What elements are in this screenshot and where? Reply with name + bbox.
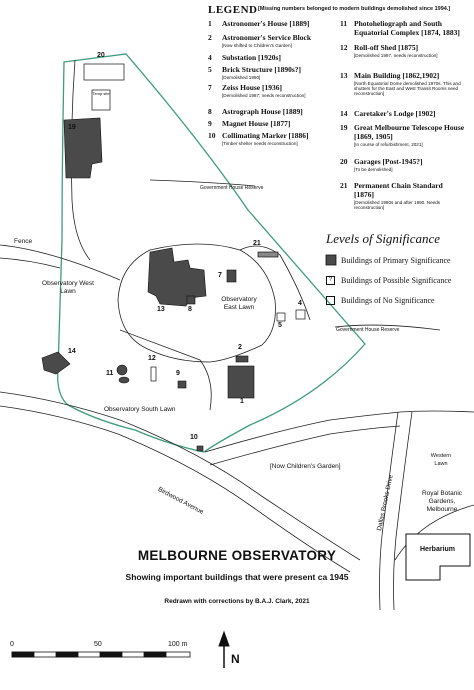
label-west-lawn: Observatory West Lawn bbox=[42, 280, 94, 295]
north-arrow bbox=[218, 630, 230, 668]
significance-none-label: Buildings of No Significance bbox=[341, 296, 435, 305]
building-1-astronomers-house bbox=[227, 365, 255, 399]
map-number-8: 8 bbox=[188, 306, 192, 313]
building-4-substation bbox=[295, 309, 306, 320]
map-number-4: 4 bbox=[298, 300, 302, 307]
path-to-herbarium bbox=[394, 504, 474, 561]
building-19-telescope-house bbox=[63, 117, 103, 179]
map-number-19: 19 bbox=[68, 124, 76, 131]
map-number-14: 14 bbox=[68, 348, 76, 355]
building-2-service-block bbox=[235, 355, 249, 363]
path-east bbox=[239, 245, 311, 321]
label-reserve-top: Government House Reserve bbox=[200, 185, 264, 191]
map-number-20: 20 bbox=[97, 52, 105, 59]
label-herbarium: Herbarium bbox=[420, 546, 456, 553]
label-temp-site: Temp site bbox=[92, 91, 110, 96]
building-7-zeiss-house bbox=[226, 269, 237, 283]
path-top bbox=[71, 59, 91, 261]
map-number-7: 7 bbox=[218, 272, 222, 279]
map-number-5: 5 bbox=[278, 322, 282, 329]
label-reserve-right: Government House Reserve bbox=[336, 327, 400, 333]
label-botanic-gardens: Royal Botanic Gardens, Melbourne bbox=[421, 490, 463, 513]
significance-possible-swatch: ? bbox=[326, 276, 335, 285]
path-west-lawn bbox=[0, 244, 121, 281]
reserve-line-right bbox=[334, 324, 441, 331]
building-5-brick-structure bbox=[276, 312, 286, 322]
map-title: MELBOURNE OBSERVATORY bbox=[137, 548, 337, 563]
building-12-roll-off-shed bbox=[150, 366, 157, 382]
map-number-9: 9 bbox=[176, 370, 180, 377]
fence-line bbox=[0, 257, 61, 269]
map-number-2: 2 bbox=[238, 344, 242, 351]
dallas-brooks-drive-edge-right bbox=[393, 411, 413, 611]
birdwood-avenue-edge-top bbox=[0, 391, 361, 561]
map-number-21: 21 bbox=[253, 240, 261, 247]
significance-none-swatch bbox=[326, 296, 335, 305]
scale-label-100: 100 m bbox=[168, 641, 188, 648]
birdwood-avenue-edge-bottom bbox=[0, 405, 351, 573]
map-number-1: 1 bbox=[240, 398, 244, 405]
building-14-caretakers-lodge bbox=[41, 351, 71, 375]
label-western-lawn: Western Lawn bbox=[430, 453, 452, 467]
legend-note: [Missing numbers belonged to modern buil… bbox=[258, 6, 451, 12]
herbarium-building bbox=[405, 533, 471, 581]
scale-bar bbox=[11, 651, 191, 658]
building-8-astrograph bbox=[186, 295, 196, 305]
map-credit: Redrawn with corrections by B.A.J. Clark… bbox=[164, 598, 310, 605]
site-boundary bbox=[57, 53, 366, 453]
map-number-10: 10 bbox=[190, 434, 198, 441]
building-10-collimating-marker bbox=[196, 445, 204, 452]
building-9-magnet-house bbox=[177, 380, 187, 389]
building-11-photoheliograph bbox=[116, 364, 128, 376]
reserve-line-top bbox=[149, 179, 256, 187]
significance-title: Levels of Significance bbox=[326, 231, 441, 246]
garden-road bbox=[204, 410, 474, 453]
scale-label-0: 0 bbox=[10, 641, 14, 648]
label-fence: Fence bbox=[14, 238, 33, 245]
label-east-lawn: Observatory East Lawn bbox=[221, 296, 257, 311]
building-temp-site bbox=[91, 89, 111, 111]
significance-primary-label: Buildings of Primary Significance bbox=[341, 256, 451, 265]
scale-label-50: 50 bbox=[94, 641, 102, 648]
legend-primary-swatch bbox=[325, 254, 337, 266]
map-number-13: 13 bbox=[157, 306, 165, 313]
dallas-brooks-drive-edge-left bbox=[379, 411, 399, 611]
map-subtitle: Showing important buildings that were pr… bbox=[125, 572, 349, 582]
building-13-main-building bbox=[147, 247, 207, 307]
label-south-lawn: Observatory South Lawn bbox=[104, 406, 176, 413]
building-20-garages bbox=[83, 63, 125, 81]
legend-title: LEGEND bbox=[208, 4, 258, 16]
map-number-12: 12 bbox=[148, 355, 156, 362]
building-11-equatorial bbox=[118, 376, 130, 384]
path-south bbox=[119, 329, 212, 411]
garden-road-2 bbox=[209, 425, 401, 466]
significance-possible-label: Buildings of Possible Significance bbox=[341, 276, 452, 285]
north-label: N bbox=[231, 652, 240, 666]
building-21-chain-standard bbox=[257, 251, 279, 258]
map-number-11: 11 bbox=[106, 370, 114, 377]
label-childrens-garden: [Now Children's Garden] bbox=[270, 463, 341, 470]
